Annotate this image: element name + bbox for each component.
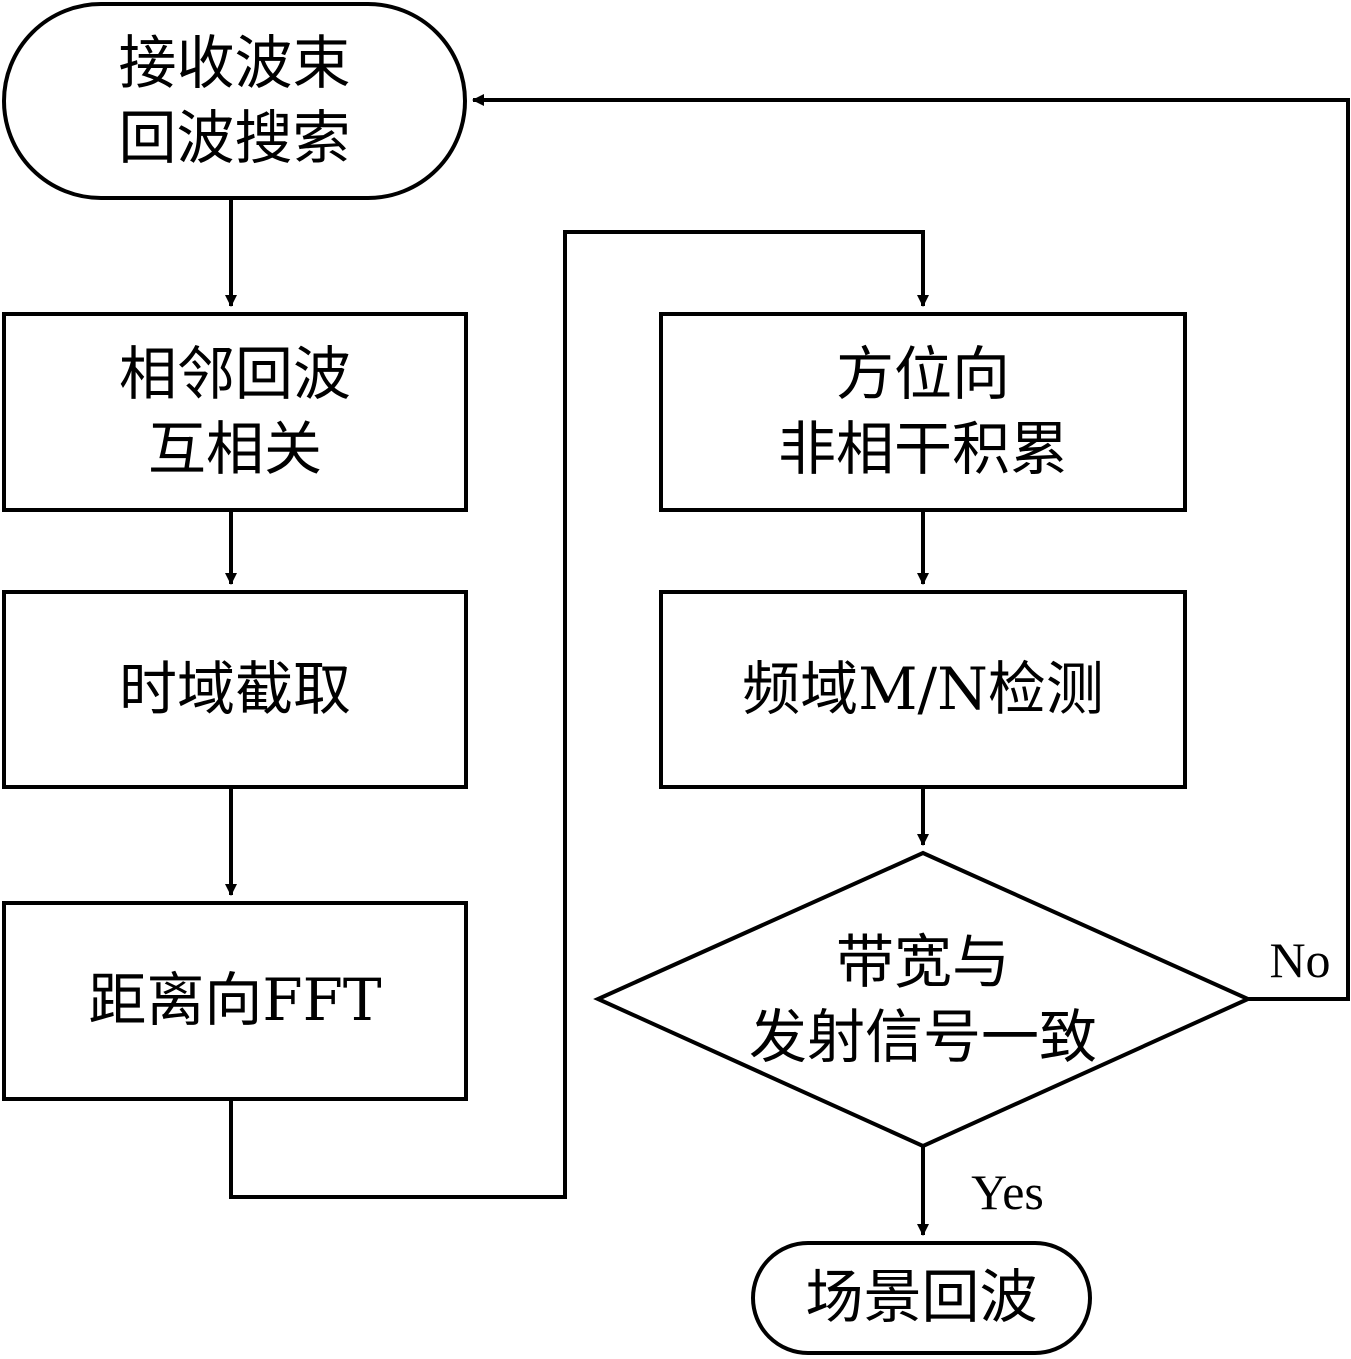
truncate-box bbox=[2, 590, 468, 789]
correlate-box bbox=[2, 312, 468, 512]
arrow-no-loop-to-start bbox=[472, 94, 1350, 1001]
range-fft-box bbox=[2, 901, 468, 1101]
arrow-fft-to-azimuth bbox=[229, 230, 929, 1199]
end-terminal-shape bbox=[751, 1241, 1092, 1355]
decision-diamond bbox=[593, 850, 1253, 1149]
azimuth-box bbox=[659, 312, 1187, 512]
start-terminal-shape bbox=[2, 2, 467, 200]
detect-box bbox=[659, 590, 1187, 789]
